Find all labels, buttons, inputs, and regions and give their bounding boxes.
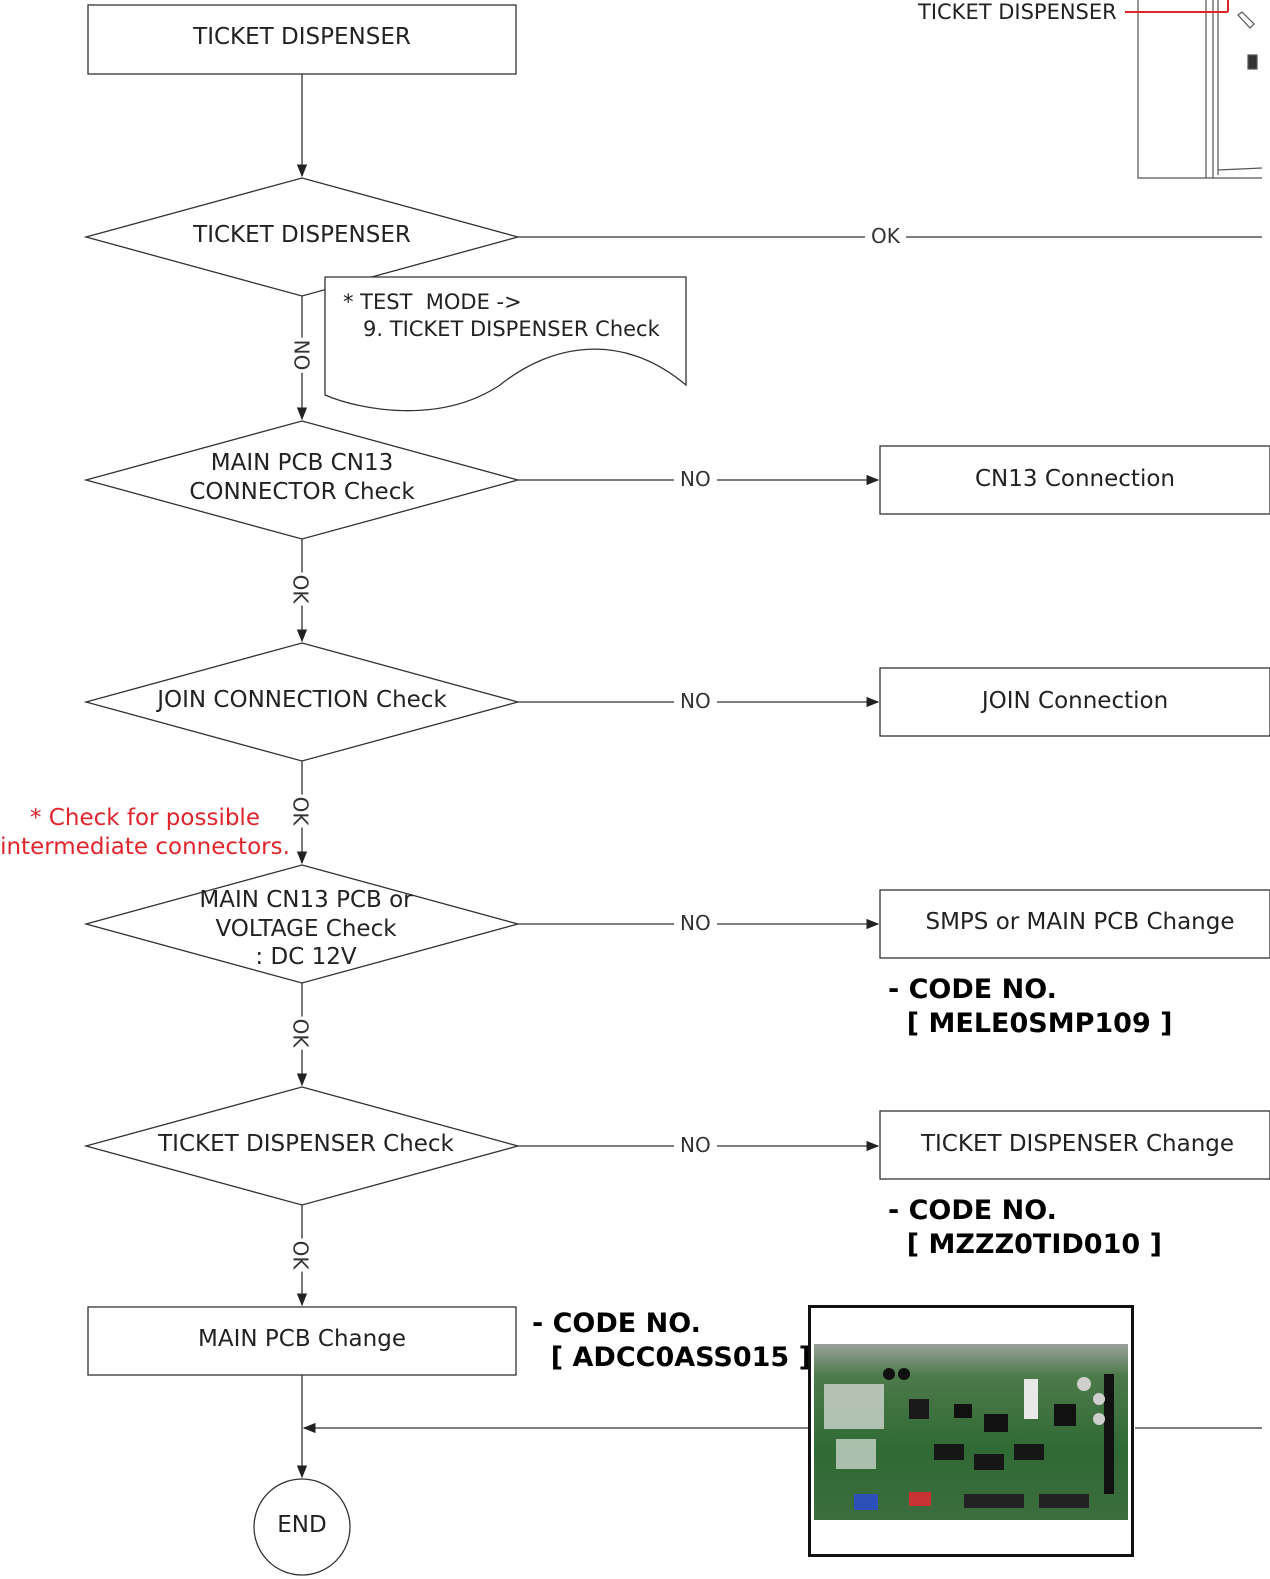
main-pcb-photo <box>808 1305 1134 1557</box>
code-ticket: - CODE NO. [ MZZZ0TID010 ] <box>888 1195 1162 1260</box>
decision-4-label-line1: MAIN CN13 PCB or <box>199 887 413 913</box>
note-shape <box>324 276 687 412</box>
edge-ok-4: OK <box>288 1238 313 1272</box>
edge-ok-3: OK <box>288 1016 313 1050</box>
start-box <box>87 4 517 75</box>
test-mode-note-line1: * TEST MODE -> <box>343 290 522 314</box>
main-pcb-change-box <box>87 1306 517 1376</box>
join-connection-box <box>879 667 1270 737</box>
test-mode-note-line2: 9. TICKET DISPENSER Check <box>343 317 660 341</box>
join-connection-label: JOIN Connection <box>981 688 1169 714</box>
decision-4-label-line3: : DC 12V <box>255 944 357 970</box>
edge-ok-2: OK <box>288 794 313 828</box>
edge-no-2: NO <box>674 467 717 491</box>
callout-label: TICKET DISPENSER <box>918 0 1117 24</box>
main-pcb-change-label: MAIN PCB Change <box>198 1326 406 1352</box>
edge-ok-right: OK <box>865 224 906 248</box>
warning-note: * Check for possible intermediate connec… <box>0 804 290 862</box>
decision-2-label-line2: CONNECTOR Check <box>189 479 415 505</box>
smps-change-label: SMPS or MAIN PCB Change <box>925 909 1235 935</box>
code-main-pcb: - CODE NO. [ ADCC0ASS015 ] <box>532 1308 811 1373</box>
decision-4-label-line2: VOLTAGE Check <box>215 916 397 942</box>
decision-2-label-line1: MAIN PCB CN13 <box>210 450 394 476</box>
edge-no-3: NO <box>674 689 717 713</box>
edge-ok-1: OK <box>288 572 313 606</box>
edge-no-4: NO <box>674 911 717 935</box>
pcb-board-image <box>814 1344 1128 1520</box>
pcb-components <box>824 1368 1114 1510</box>
edge-no-5: NO <box>674 1133 717 1157</box>
smps-change-box <box>879 889 1270 959</box>
decision-3-label: JOIN CONNECTION Check <box>157 687 447 713</box>
decision-1-label: TICKET DISPENSER <box>193 222 411 248</box>
cn13-connection-box <box>879 445 1270 515</box>
cn13-connection-label: CN13 Connection <box>975 466 1175 492</box>
ticket-change-box <box>879 1110 1270 1180</box>
warning-line1: * Check for possible <box>30 805 260 831</box>
ticket-change-label: TICKET DISPENSER Change <box>920 1131 1235 1157</box>
warning-line2: intermediate connectors. <box>0 834 290 860</box>
dispenser-sketch <box>1137 0 1263 179</box>
start-box-label: TICKET DISPENSER <box>193 24 411 50</box>
edge-no-1: NO <box>289 337 314 373</box>
end-circle <box>253 1478 351 1576</box>
decision-5-label: TICKET DISPENSER Check <box>158 1131 454 1157</box>
end-label: END <box>277 1512 327 1538</box>
code-smps: - CODE NO. [ MELE0SMP109 ] <box>888 974 1173 1039</box>
